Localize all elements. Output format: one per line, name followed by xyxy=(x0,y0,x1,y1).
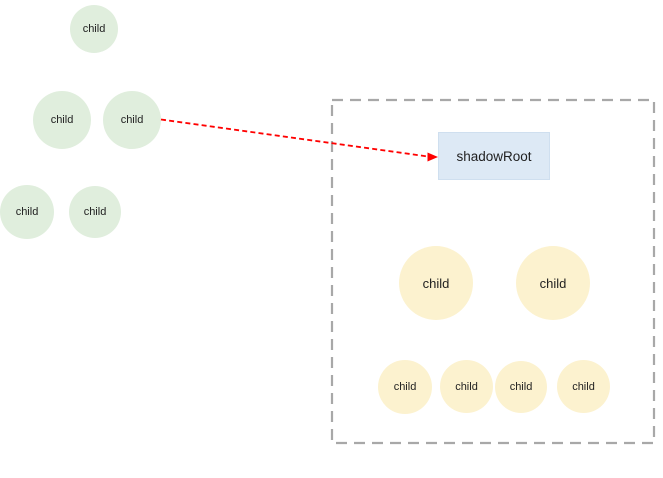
shadow-tree-node: child xyxy=(516,246,590,320)
light-tree-node: child xyxy=(0,185,54,239)
shadow-tree-node: child xyxy=(440,360,493,413)
shadow-tree-node: child xyxy=(399,246,473,320)
shadow-tree-node: child xyxy=(495,361,547,413)
attach-shadow-arrow-line xyxy=(160,118,429,158)
shadow-root-box: shadowRoot xyxy=(438,132,550,180)
shadow-tree-node: child xyxy=(557,360,610,413)
attach-shadow-arrowhead xyxy=(427,152,438,162)
light-tree-node: child xyxy=(103,91,161,149)
light-tree-node: child xyxy=(69,186,121,238)
shadow-tree-node: child xyxy=(378,360,432,414)
light-tree-node: child xyxy=(33,91,91,149)
light-tree-node: child xyxy=(70,5,118,53)
